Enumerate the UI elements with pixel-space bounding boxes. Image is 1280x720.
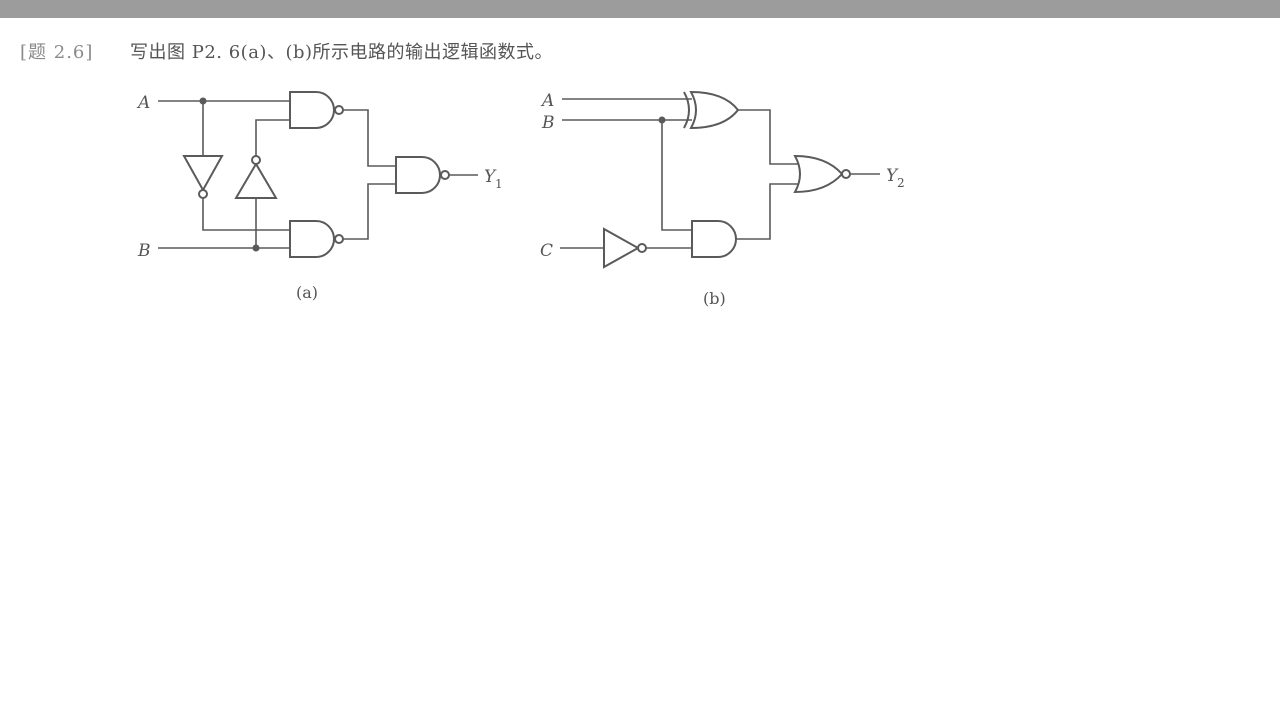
top-bar [0,0,1280,18]
nor-gate-bubble [841,169,851,179]
and-gate [691,220,737,258]
inverter-up-bubble [251,155,261,165]
inverter-c-bubble [637,243,647,253]
circuit-b-input-b-label: B [541,113,555,133]
problem-text: 写出图 P2. 6(a)、(b)所示电路的输出逻辑函数式。 [130,42,554,63]
inverter-up [234,162,278,199]
circuit-a: A B Y 1 (a) [136,91,503,302]
caption-a: (a) [296,283,318,302]
output-y2-subscript: 2 [897,176,905,190]
wire-not-a [202,198,290,231]
output-y1-label: Y [484,167,497,187]
nor-gate [793,154,844,194]
circuit-b-input-a-label: A [540,91,554,111]
circuit-b: A B C Y 2 (b) [540,90,905,308]
wire-b-to-and [661,120,692,231]
wire-xor-to-nor [738,109,800,165]
nand-gate-bottom-bubble [334,234,344,244]
output-y1-subscript: 1 [495,177,503,191]
inverter-c [603,227,641,269]
output-y2-label: Y [886,166,899,186]
wire-bottom-to-output [343,183,396,240]
xor-gate-extra-curve [683,91,690,129]
wire-not-b [255,119,290,156]
nand-gate-top [289,91,335,129]
circuit-b-input-c-label: C [540,241,553,261]
xor-gate [689,90,740,130]
problem-label: [题 2.6] [20,42,94,63]
caption-b: (b) [703,289,726,308]
wire-and-to-nor [736,183,800,240]
nand-gate-output [395,156,441,194]
inverter-down-bubble [198,189,208,199]
wire-top-to-output [343,109,396,167]
circuit-a-input-a-label: A [136,93,150,113]
circuit-a-input-b-label: B [137,241,151,261]
nand-gate-output-bubble [440,170,450,180]
nand-gate-top-bubble [334,105,344,115]
nand-gate-bottom [289,220,335,258]
inverter-down [182,155,224,193]
